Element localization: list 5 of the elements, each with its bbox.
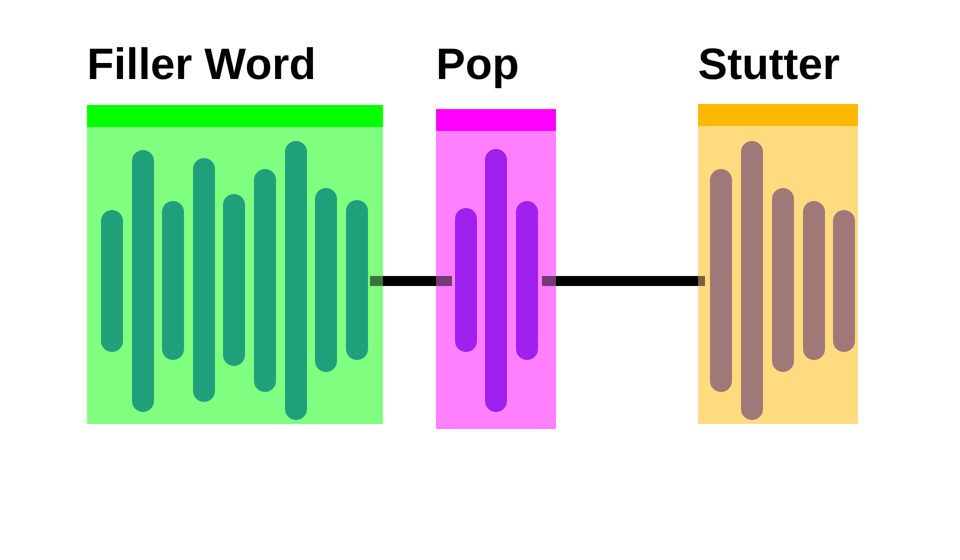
region-heading: Stutter bbox=[698, 40, 840, 90]
waveform-line bbox=[556, 276, 698, 286]
waveform-line bbox=[383, 276, 436, 286]
region-heading: Filler Word bbox=[87, 40, 316, 90]
region-heading: Pop bbox=[436, 40, 520, 90]
